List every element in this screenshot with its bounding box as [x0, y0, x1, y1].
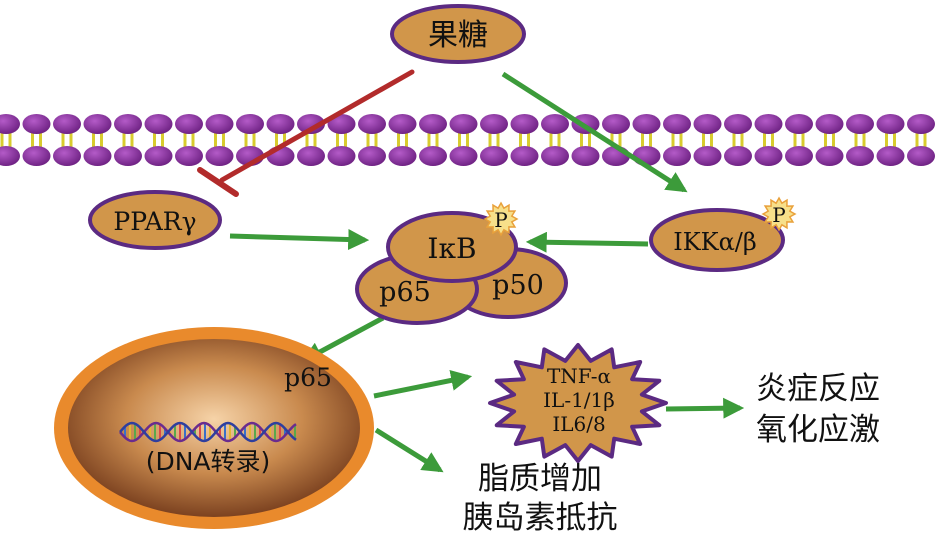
- p50-label: p50: [492, 270, 544, 301]
- nucleus: p65 (DNA转录): [54, 327, 374, 529]
- ikb-label: IκB: [427, 232, 476, 265]
- inflammation-label: 炎症反应: [756, 371, 880, 407]
- cytokine-il6-label: IL6/8: [552, 412, 605, 436]
- ppar-gamma-label: PPARγ: [113, 207, 196, 236]
- ikb-subunit: [386, 211, 518, 283]
- fructose-label: 果糖: [428, 18, 488, 53]
- ikk-phospho-badge: P: [761, 196, 797, 232]
- arrow-nucleus-to-cytokines: [373, 370, 473, 399]
- arrow-cytokines-to-inflammation: [665, 397, 745, 419]
- insulin-resistance-label: 胰岛素抵抗: [463, 500, 618, 536]
- activation-arrows: [226, 71, 745, 473]
- ikk-label: IKKα/β: [673, 228, 757, 256]
- oxidative-stress-label: 氧化应激: [756, 412, 880, 448]
- cytokine-il1-label: IL-1/1β: [543, 388, 615, 412]
- ikk-phospho-label: P: [772, 203, 785, 227]
- cytokine-tnf-label: TNF-α: [547, 364, 611, 388]
- ikb-phospho-badge: P: [483, 201, 519, 237]
- metabolic-outcome: 脂质增加 胰岛素抵抗: [463, 461, 618, 536]
- dna-transcription-label: (DNA转录): [146, 447, 271, 476]
- arrow-nucleus-to-metabolic: [374, 427, 444, 473]
- nfkb-complex: IκB p65 p50 P: [355, 201, 568, 325]
- lipid-increase-label: 脂质增加: [478, 461, 602, 497]
- inflammation-outcome: 炎症反应 氧化应激: [756, 371, 880, 448]
- ikk-node: IKKα/β P: [649, 196, 797, 272]
- arrow-ppar-to-ikb: [229, 229, 370, 250]
- inhibition-fructose-ppar: [197, 69, 415, 197]
- fructose-node: 果糖: [390, 4, 526, 64]
- ikb-phospho-label: P: [494, 208, 507, 232]
- cytokine-burst: TNF-α IL-1/1β IL6/8: [488, 343, 668, 463]
- cell-membrane: [0, 114, 935, 166]
- ppar-gamma-node: PPARγ: [88, 190, 222, 250]
- p65-label: p65: [379, 277, 431, 308]
- arrow-ikk-to-ikb: [525, 231, 649, 253]
- dna-helix: [119, 421, 297, 443]
- nucleus-p65-label: p65: [284, 363, 332, 392]
- arrow-fructose-to-ikk: [501, 71, 688, 193]
